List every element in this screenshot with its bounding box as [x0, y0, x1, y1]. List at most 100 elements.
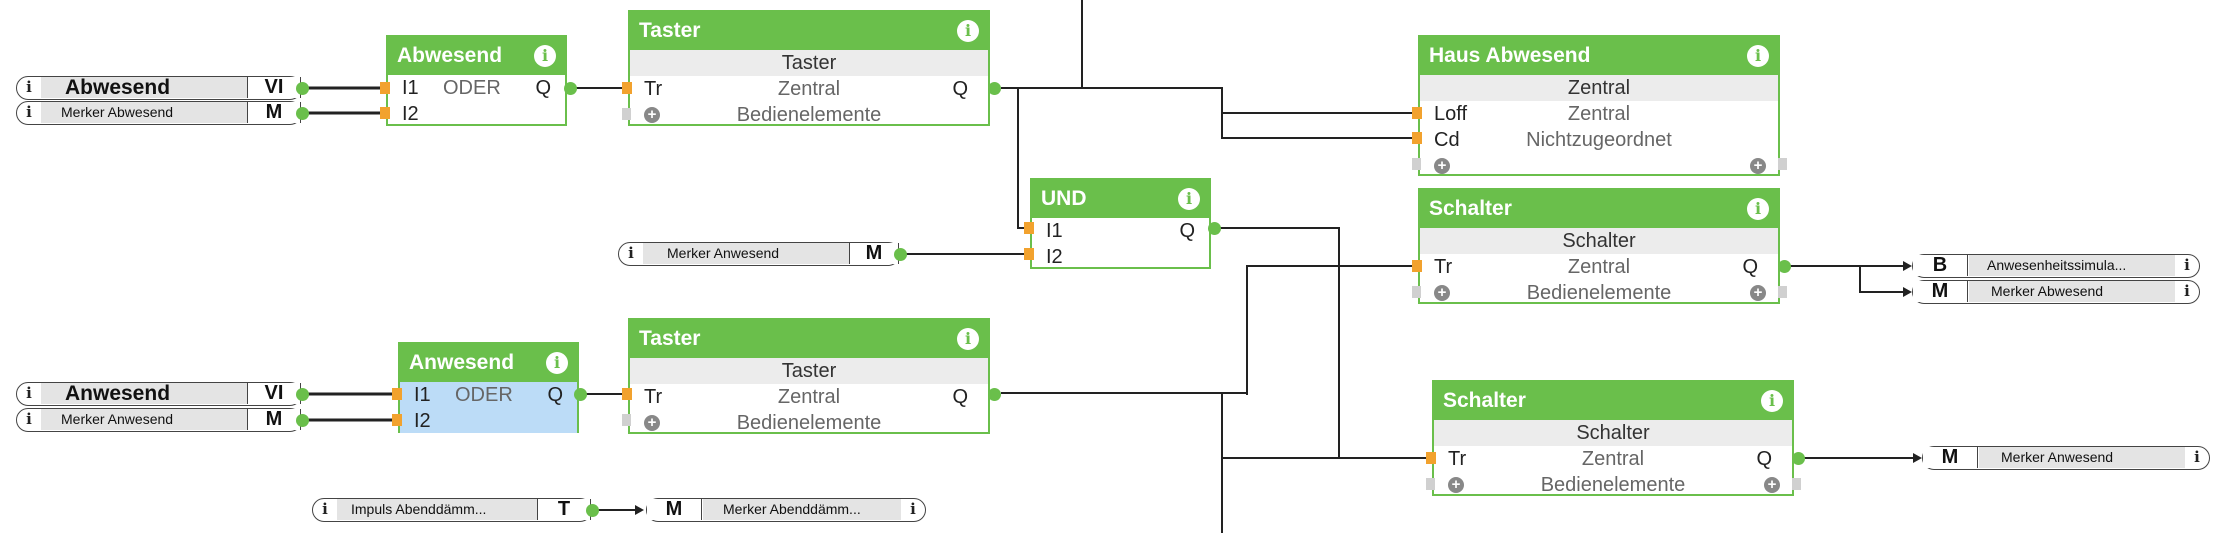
io-impuls-abenddaemmerung[interactable]: i Impuls Abenddämm... T	[312, 498, 592, 522]
add-icon[interactable]: +	[1750, 285, 1766, 301]
block-taster-2[interactable]: Taster i Taster Tr Zentral Q + Bedienele…	[628, 318, 990, 434]
info-icon[interactable]: i	[534, 45, 556, 67]
output-dot[interactable]	[564, 82, 577, 95]
pin-label: Tr	[644, 78, 663, 100]
input-pin[interactable]	[622, 82, 632, 94]
pin-label: Loff	[1434, 103, 1467, 125]
output-dot[interactable]	[988, 82, 1001, 95]
output-slot[interactable]	[1778, 286, 1787, 298]
block-taster-1[interactable]: Taster i Taster Tr Zentral Q + Bedienele…	[628, 10, 990, 126]
input-row: Tr Zentral Q	[630, 76, 988, 102]
output-slot[interactable]	[1778, 158, 1787, 170]
input-slot[interactable]	[1426, 478, 1435, 490]
io-merker-abenddaemmerung[interactable]: M Merker Abenddämm... i	[646, 498, 926, 522]
output-dot[interactable]	[1208, 222, 1221, 235]
info-icon[interactable]: i	[957, 328, 979, 350]
input-row: Cd Nichtzugeordnet	[1420, 127, 1778, 153]
output-dot	[296, 414, 309, 427]
io-name: Anwesenheitssimula...	[1969, 255, 2175, 276]
input-slot[interactable]	[1412, 286, 1421, 298]
add-row[interactable]: + Bedienelemente +	[1420, 280, 1778, 306]
info-icon[interactable]: i	[2184, 256, 2190, 274]
add-icon[interactable]: +	[1434, 158, 1450, 174]
block-header[interactable]: Taster i	[630, 320, 988, 358]
add-icon[interactable]: +	[1448, 477, 1464, 493]
output-dot	[296, 107, 309, 120]
input-pin[interactable]	[1426, 452, 1436, 464]
input-pin[interactable]	[392, 388, 402, 400]
output-dot[interactable]	[988, 388, 1001, 401]
info-icon[interactable]: i	[26, 78, 32, 96]
io-merker-anwesend[interactable]: i Merker Anwesend M	[16, 408, 302, 432]
block-header[interactable]: UND i	[1032, 180, 1209, 218]
input-pin[interactable]	[1412, 132, 1422, 144]
block-title: UND	[1041, 187, 1087, 210]
info-icon[interactable]: i	[910, 500, 916, 518]
add-icon[interactable]: +	[644, 415, 660, 431]
info-icon[interactable]: i	[1747, 198, 1769, 220]
info-icon[interactable]: i	[1747, 45, 1769, 67]
output-dot[interactable]	[1792, 452, 1805, 465]
block-abwesend-oder[interactable]: Abwesend i I1 ODER Q I2	[386, 35, 567, 126]
info-icon[interactable]: i	[957, 20, 979, 42]
io-anwesend[interactable]: i Anwesend VI	[16, 382, 302, 406]
input-pin[interactable]	[392, 414, 402, 426]
output-dot[interactable]	[574, 388, 587, 401]
block-schalter-2[interactable]: Schalter i Schalter Tr Zentral Q + Bedie…	[1432, 380, 1794, 496]
input-pin[interactable]	[1024, 248, 1034, 260]
info-icon[interactable]: i	[322, 500, 328, 518]
info-icon[interactable]: i	[2184, 282, 2190, 300]
input-slot[interactable]	[1412, 158, 1421, 170]
info-icon[interactable]: i	[2194, 448, 2200, 466]
block-header[interactable]: Schalter i	[1434, 382, 1792, 420]
input-row: I2	[388, 101, 565, 127]
input-pin[interactable]	[1024, 222, 1034, 234]
add-icon[interactable]: +	[1764, 477, 1780, 493]
block-subtitle: Zentral	[1420, 75, 1778, 101]
info-icon[interactable]: i	[1178, 188, 1200, 210]
block-header[interactable]: Haus Abwesend i	[1420, 37, 1778, 75]
block-und[interactable]: UND i I1 Q I2	[1030, 178, 1211, 269]
input-slot[interactable]	[622, 108, 631, 120]
output-dot	[296, 82, 309, 95]
add-icon[interactable]: +	[644, 107, 660, 123]
info-icon[interactable]: i	[1761, 390, 1783, 412]
input-pin[interactable]	[380, 107, 390, 119]
io-merker-abwesend[interactable]: i Merker Abwesend M	[16, 101, 302, 125]
output-dot[interactable]	[1778, 260, 1791, 273]
input-pin[interactable]	[1412, 260, 1422, 272]
io-merker-anwesend-und[interactable]: i Merker Anwesend M	[618, 242, 900, 266]
add-icon[interactable]: +	[1750, 158, 1766, 174]
block-schalter-1[interactable]: Schalter i Schalter Tr Zentral Q + Bedie…	[1418, 188, 1780, 304]
info-icon[interactable]: i	[628, 244, 634, 262]
block-anwesend-oder[interactable]: Anwesend i I1 ODER Q I2	[398, 342, 579, 433]
info-icon[interactable]: i	[26, 384, 32, 402]
io-out-merker-abwesend[interactable]: M Merker Abwesend i	[1912, 280, 2200, 304]
add-row[interactable]: + Bedienelemente	[630, 410, 988, 436]
block-haus-abwesend[interactable]: Haus Abwesend i Zentral Loff Zentral Cd …	[1418, 35, 1780, 176]
io-out-merker-anwesend[interactable]: M Merker Anwesend i	[1922, 446, 2210, 470]
add-icon[interactable]: +	[1434, 285, 1450, 301]
block-header[interactable]: Anwesend i	[400, 344, 577, 382]
io-type: M	[647, 499, 702, 520]
add-row[interactable]: + Bedienelemente +	[1434, 472, 1792, 498]
add-row[interactable]: + Bedienelemente	[630, 102, 988, 128]
io-type: T	[537, 499, 591, 520]
add-row[interactable]: + +	[1420, 153, 1778, 179]
output-slot[interactable]	[1792, 478, 1801, 490]
block-header[interactable]: Abwesend i	[388, 37, 565, 75]
input-pin[interactable]	[1412, 107, 1422, 119]
info-icon[interactable]: i	[546, 352, 568, 374]
io-name: Merker Abwesend	[41, 102, 247, 123]
info-icon[interactable]: i	[26, 410, 32, 428]
output-dot	[296, 388, 309, 401]
input-pin[interactable]	[380, 82, 390, 94]
input-slot[interactable]	[622, 414, 631, 426]
io-anwesenheitssimulation[interactable]: B Anwesenheitssimula... i	[1912, 254, 2200, 278]
block-header[interactable]: Taster i	[630, 12, 988, 50]
info-icon[interactable]: i	[26, 103, 32, 121]
add-label: Bedienelemente	[736, 412, 882, 434]
io-abwesend[interactable]: i Abwesend VI	[16, 76, 302, 100]
block-header[interactable]: Schalter i	[1420, 190, 1778, 228]
input-pin[interactable]	[622, 388, 632, 400]
